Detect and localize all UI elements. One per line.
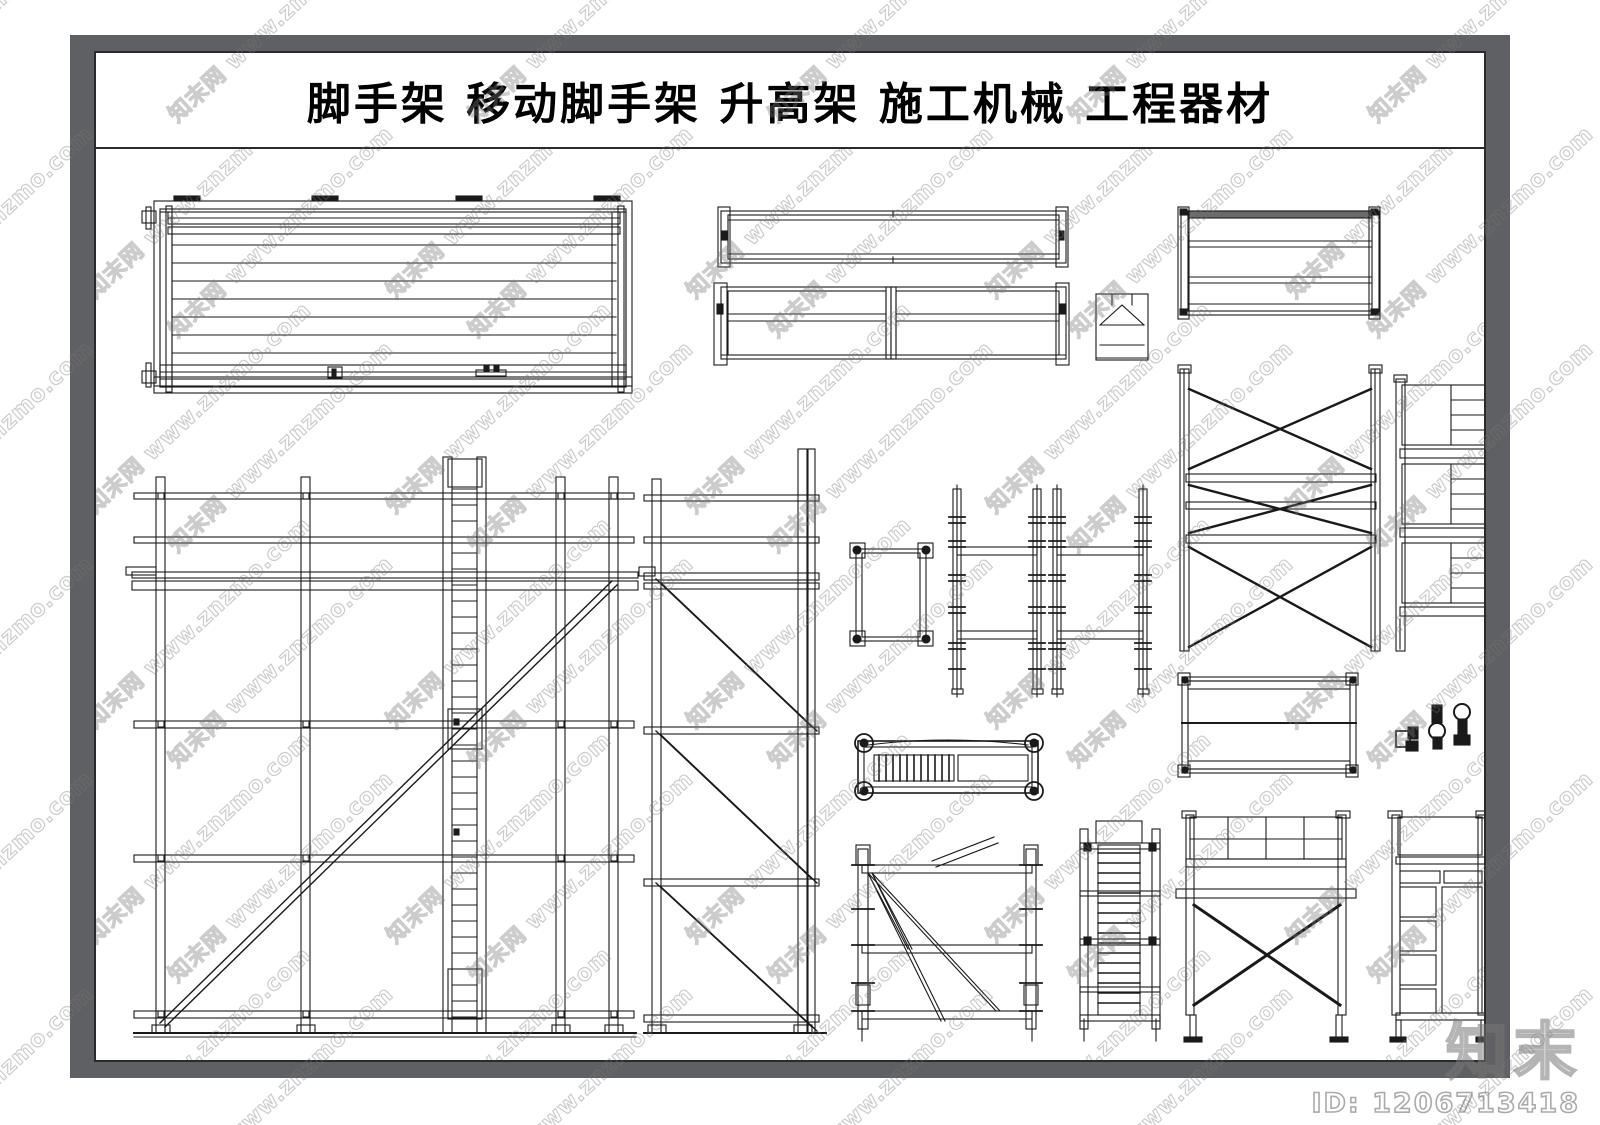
drawing-deck-platform-large bbox=[141, 195, 633, 394]
drawing-x-brace-frame bbox=[1177, 364, 1383, 652]
drawing-bracket-section bbox=[1095, 293, 1149, 361]
drawing-mobile-tower-x bbox=[1175, 810, 1357, 1043]
asset-id-label: ID: 1206713418 bbox=[1311, 1087, 1580, 1120]
cad-linework bbox=[125, 195, 1484, 1043]
drawing-mobile-scaffold-braced bbox=[851, 836, 1043, 1042]
drawing-guardrail-panel-double bbox=[713, 282, 1070, 366]
page-title: 脚手架 移动脚手架 升高架 施工机械 工程器材 bbox=[306, 79, 1274, 130]
brand-watermark: 知末 bbox=[1445, 1014, 1582, 1089]
drawing-coupler-frame-small bbox=[849, 542, 934, 647]
drawing-scaffold-side-elevation bbox=[638, 448, 827, 1034]
drawing-ladder-frame-tall bbox=[1393, 374, 1484, 652]
drawing-standard-tubes-a bbox=[948, 484, 1046, 698]
drawing-ladder-frame-top-right bbox=[1177, 206, 1381, 320]
drawing-sheet: 脚手架 移动脚手架 升高架 施工机械 工程器材 bbox=[94, 51, 1486, 1062]
drawing-coupler-fittings bbox=[1395, 703, 1471, 752]
title-block: 脚手架 移动脚手架 升高架 施工机械 工程器材 bbox=[96, 53, 1484, 149]
drawing-deck-platform-right bbox=[1177, 672, 1359, 778]
drawing-scaffold-main-elevation bbox=[125, 456, 639, 1038]
drawing-guardrail-panel-top bbox=[717, 206, 1069, 268]
drawing-standard-tubes-b bbox=[1048, 484, 1152, 698]
drawing-ladder-tower bbox=[1079, 820, 1161, 1042]
drawing-mobile-platform-caster bbox=[854, 733, 1044, 801]
sheet-border-frame: 脚手架 移动脚手架 升高架 施工机械 工程器材 bbox=[70, 35, 1510, 1078]
drawing-mobile-tower-ladder bbox=[1387, 810, 1484, 1043]
